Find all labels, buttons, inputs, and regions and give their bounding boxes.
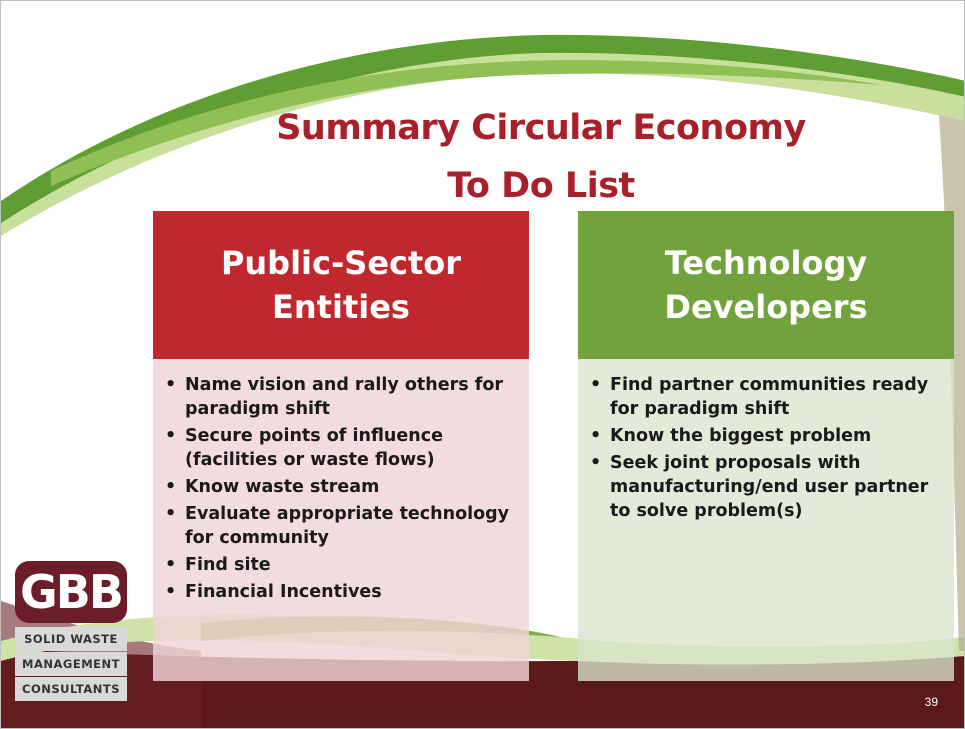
list-item: Know the biggest problem: [590, 424, 940, 448]
public-sector-list-panel: Name vision and rally others for paradig…: [153, 359, 529, 681]
gbb-logo: GBB SOLID WASTE MANAGEMENT CONSULTANTS: [15, 561, 127, 711]
public-sector-list: Name vision and rally others for paradig…: [165, 373, 515, 604]
title-line-2: To Do List: [447, 166, 635, 206]
top-swoosh-light: [1, 38, 964, 236]
list-item: Find partner communities ready for parad…: [590, 373, 940, 421]
technology-header-line-2: Developers: [664, 288, 868, 326]
technology-developers-list-panel: Find partner communities ready for parad…: [578, 359, 954, 681]
list-item: Find site: [165, 553, 515, 577]
logo-text-management: MANAGEMENT: [15, 652, 127, 676]
gbb-logo-mark: GBB: [15, 561, 127, 623]
right-edge-band: [937, 86, 964, 651]
public-sector-header: Public-Sector Entities: [153, 211, 529, 359]
logo-text-solid-waste: SOLID WASTE: [15, 627, 127, 651]
public-sector-header-line-2: Entities: [272, 288, 410, 326]
technology-developers-header: Technology Developers: [578, 211, 954, 359]
logo-text-consultants: CONSULTANTS: [15, 677, 127, 701]
list-item: Name vision and rally others for paradig…: [165, 373, 515, 421]
technology-developers-list: Find partner communities ready for parad…: [590, 373, 940, 523]
list-item: Financial Incentives: [165, 580, 515, 604]
title-line-1: Summary Circular Economy: [276, 108, 806, 148]
list-item: Know waste stream: [165, 475, 515, 499]
list-item: Secure points of influence (facilities o…: [165, 424, 515, 472]
slide-title: Summary Circular Economy To Do List: [231, 99, 851, 215]
slide-number: 39: [924, 695, 938, 709]
public-sector-header-line-1: Public-Sector: [220, 244, 462, 282]
list-item: Seek joint proposals with manufacturing/…: [590, 451, 940, 523]
top-swoosh-mid: [51, 60, 881, 186]
list-item: Evaluate appropriate technology for comm…: [165, 502, 515, 550]
technology-header-line-1: Technology: [664, 244, 868, 282]
